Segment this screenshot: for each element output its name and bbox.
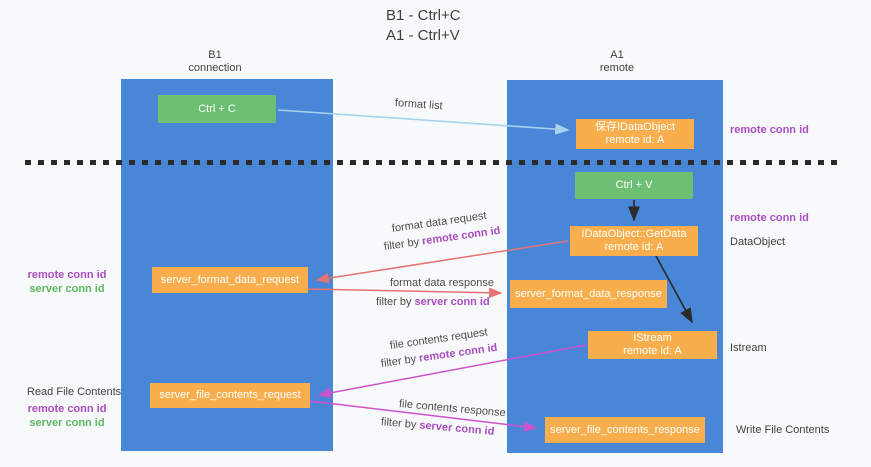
filter-prefix: filter by xyxy=(376,296,415,308)
node-getdata-title: IDataObject::GetData xyxy=(581,228,687,240)
node-idataobject-getdata: IDataObject::GetData remote id: A xyxy=(570,226,698,256)
node-file-response-label: server_file_contents_response xyxy=(550,423,700,436)
node-format-response-label: server_format_data_response xyxy=(515,287,662,300)
annotation-file-conn-ids: remote conn id server conn id xyxy=(22,402,112,430)
column-header-b1: B1 connection xyxy=(140,49,290,75)
node-file-request-label: server_file_contents_request xyxy=(159,389,301,401)
edge-label-format-list: format list xyxy=(394,97,443,113)
annotation-file-remote-conn-id: remote conn id xyxy=(27,403,107,415)
annotation-remote-conn-id-top: remote conn id xyxy=(730,124,809,136)
title-line-2: A1 - Ctrl+V xyxy=(386,27,460,44)
node-server-file-contents-request: server_file_contents_request xyxy=(150,383,310,408)
node-getdata-remote-id: remote id: A xyxy=(604,241,664,253)
annotation-read-file-contents: Read File Contents xyxy=(27,386,122,398)
edge-label-file-contents-response: file contents response xyxy=(398,398,507,420)
node-ctrl-v-label: Ctrl + V xyxy=(615,179,653,191)
node-ctrl-c-label: Ctrl + C xyxy=(198,102,236,115)
column-header-a1-name: A1 xyxy=(610,49,624,61)
node-store-dataobject: 保存IDataObject remote id: A xyxy=(576,119,694,149)
page-title: B1 - Ctrl+C A1 - Ctrl+V xyxy=(386,6,461,46)
annotation-format-remote-conn-id: remote conn id xyxy=(27,269,107,281)
node-istream: IStream remote id: A xyxy=(588,331,717,359)
column-header-b1-name: B1 xyxy=(208,49,222,61)
node-store-dataobject-remote-id: remote id: A xyxy=(605,134,665,146)
phase-separator-dashed-line xyxy=(25,160,837,165)
node-ctrl-v: Ctrl + V xyxy=(575,172,693,199)
filter-prefix: filter by xyxy=(380,352,420,370)
column-header-b1-role: connection xyxy=(188,62,242,74)
node-format-request-label: server_format_data_request xyxy=(160,273,300,286)
filter-prefix: filter by xyxy=(383,235,423,253)
filter-value-server-conn-id: server conn id xyxy=(418,419,495,438)
arrow-format-data-response xyxy=(307,287,503,299)
annotation-istream: Istream xyxy=(730,342,767,354)
annotation-write-file-contents: Write File Contents xyxy=(736,424,830,436)
column-header-a1-role: remote xyxy=(599,62,635,74)
filter-prefix: filter by xyxy=(380,416,420,432)
annotation-dataobject: DataObject xyxy=(730,236,786,248)
edge-label-format-data-response-filter: filter by server conn id xyxy=(376,296,490,308)
node-server-format-data-response: server_format_data_response xyxy=(510,280,667,308)
annotation-file-server-conn-id: server conn id xyxy=(29,417,105,429)
annotation-format-conn-ids: remote conn id server conn id xyxy=(22,268,112,296)
edge-label-file-contents-response-filter: filter by server conn id xyxy=(380,416,494,438)
node-ctrl-c: Ctrl + C xyxy=(158,95,276,123)
node-istream-title: IStream xyxy=(633,332,672,344)
node-store-dataobject-title: 保存IDataObject xyxy=(594,121,676,133)
column-header-a1: A1 remote xyxy=(542,49,692,75)
filter-value-server-conn-id: server conn id xyxy=(414,296,490,308)
edge-label-format-data-response: format data response xyxy=(390,277,494,289)
annotation-remote-conn-id-mid: remote conn id xyxy=(730,212,809,224)
node-server-file-contents-response: server_file_contents_response xyxy=(545,417,705,443)
node-istream-remote-id: remote id: A xyxy=(623,345,682,357)
title-line-1: B1 - Ctrl+C xyxy=(386,7,461,24)
annotation-format-server-conn-id: server conn id xyxy=(29,283,105,295)
node-server-format-data-request: server_format_data_request xyxy=(152,267,308,293)
